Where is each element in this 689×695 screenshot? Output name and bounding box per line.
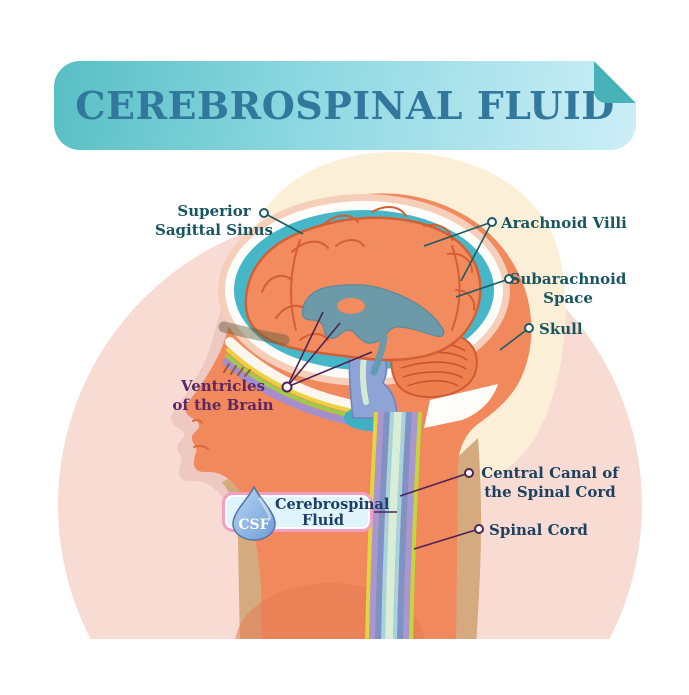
fourth-ventricle [359,353,369,405]
leader-lines-plum [286,311,480,550]
csf-droplet-icon: CSF [232,485,276,541]
eyelash-strokes [223,363,251,377]
title-banner: CEREBROSPINAL FLUID [54,61,636,150]
label-superior-sagittal-sinus: Superior Sagittal Sinus [154,202,274,239]
csf-legend-box: Cerebrospinal Fluid CSF [222,485,390,541]
csf-legend-text: Cerebrospinal Fluid [275,496,390,529]
brow-shadow [218,321,290,346]
lip-line [193,444,209,450]
spinal-cord-stripes [365,411,422,639]
face-details [192,321,290,450]
label-subarachnoid-space: Subarachnoid Space [509,270,627,307]
cerebral-aqueduct [370,334,388,376]
leader-dots [259,208,534,534]
label-central-canal: Central Canal of the Spinal Cord [481,464,619,501]
label-spinal-cord: Spinal Cord [489,521,588,539]
label-skull: Skull [539,320,583,338]
label-arachnoid-villi: Arachnoid Villi [501,214,627,232]
page-title: CEREBROSPINAL FLUID [75,83,615,128]
label-ventricles-of-the-brain: Ventricles of the Brain [172,377,274,414]
csf-badge-text: CSF [238,517,269,533]
gyri-lines [261,206,476,341]
leader-lines-teal [263,212,530,351]
nostril-line [192,418,203,424]
